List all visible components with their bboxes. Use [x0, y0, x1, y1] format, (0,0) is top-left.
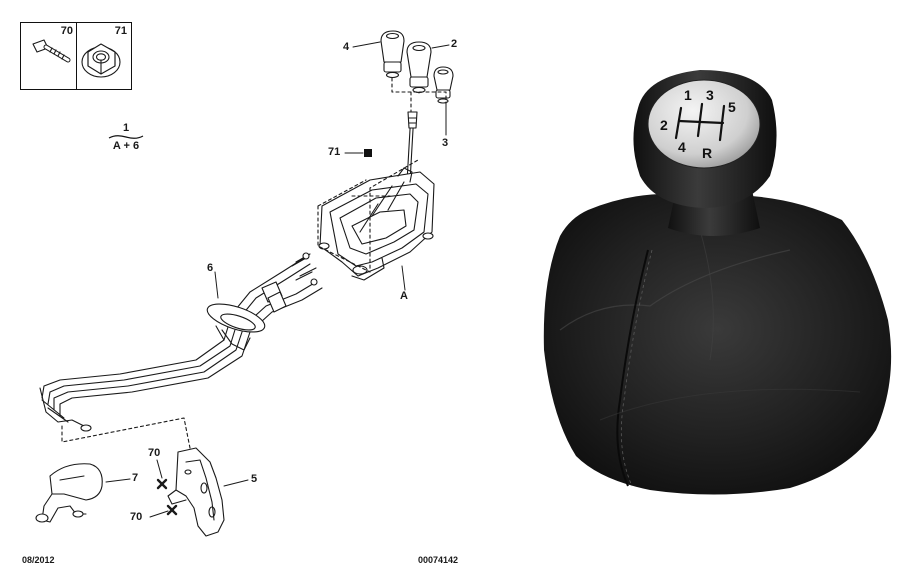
- shift-digit-3: 3: [706, 87, 714, 103]
- callout-cables-6: 6: [207, 262, 214, 274]
- callout-leaders: [105, 41, 450, 518]
- callout-knob-2: 2: [451, 38, 458, 50]
- shift-digit-5: 5: [728, 99, 736, 115]
- parts-diagram: [32, 30, 454, 537]
- callout-bracket-5: 5: [251, 473, 258, 485]
- reference-number: 1: [122, 122, 130, 134]
- reference-group: 1 A + 6: [106, 122, 146, 152]
- knob-4-part: [380, 30, 405, 79]
- screw-marker-lower: [166, 504, 178, 516]
- callout-lever-7: 7: [132, 472, 139, 484]
- nut-71-marker: [364, 149, 372, 157]
- screw-marker-upper: [156, 478, 168, 490]
- shift-pattern-icon: [674, 102, 726, 142]
- knob-2-part: [406, 41, 432, 94]
- tilde-mark: [108, 135, 144, 139]
- callout-screw-70-upper: 70: [148, 447, 161, 459]
- callout-housing-a: A: [400, 290, 408, 302]
- shift-digit-1: 1: [684, 87, 692, 103]
- bolt-icon: [32, 39, 71, 63]
- lever-7-part: [35, 463, 103, 523]
- legend-nut-cell: 71: [77, 23, 130, 89]
- legend-screw-code: 70: [60, 25, 73, 37]
- knob-cap: [647, 79, 761, 169]
- knob-3-part: [433, 66, 454, 104]
- flange-nut-icon: [81, 43, 121, 78]
- callout-knob-3: 3: [442, 137, 449, 149]
- gear-selector-housing: [318, 167, 435, 281]
- callout-nut-71: 71: [328, 146, 341, 158]
- reference-group-label: A + 6: [112, 140, 140, 153]
- bracket-5-part: [167, 447, 225, 537]
- legend-screw-cell: 70: [21, 23, 77, 89]
- footer-date: 08/2012: [22, 555, 55, 565]
- leather-boot: [543, 193, 892, 495]
- callout-screw-70-lower: 70: [130, 511, 143, 523]
- selector-cables: [39, 252, 323, 432]
- shift-digit-4: 4: [678, 139, 686, 155]
- gear-knob-photo: 1 3 5 2 4 R: [543, 70, 892, 495]
- shift-digit-r: R: [702, 145, 712, 161]
- shift-digit-2: 2: [660, 117, 668, 133]
- footer-code: 00074142: [418, 555, 459, 565]
- fastener-legend-box: 70 71: [20, 22, 132, 90]
- legend-nut-code: 71: [114, 25, 127, 37]
- callout-knob-4: 4: [343, 41, 350, 53]
